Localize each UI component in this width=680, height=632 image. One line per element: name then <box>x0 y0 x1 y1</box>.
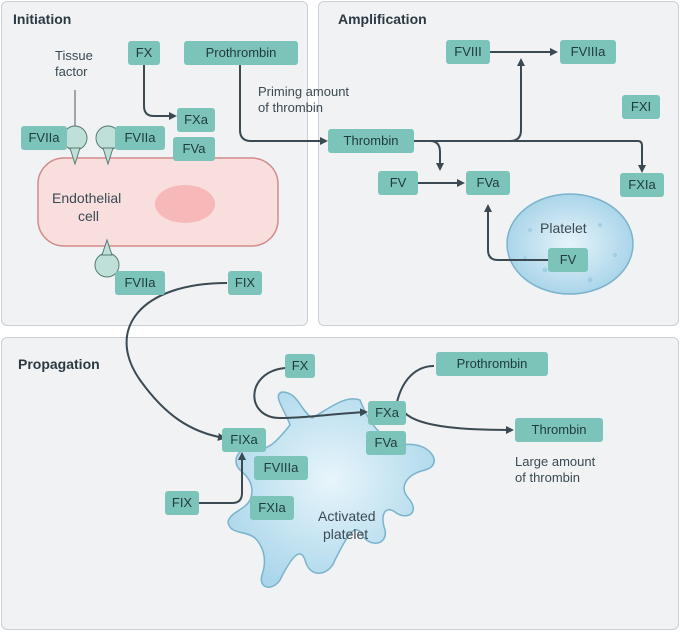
platelet-label: Platelet <box>540 220 587 236</box>
amplification-fxi: FXI <box>622 95 660 119</box>
initiation-fx: FX <box>128 41 160 65</box>
propagation-fviiia: FVIIIa <box>254 456 308 480</box>
cell-nucleus <box>155 185 215 223</box>
propagation-fixa: FIXa <box>222 428 266 452</box>
tissue-factor-receptors <box>62 125 121 278</box>
amplification-thrombin: Thrombin <box>328 129 414 153</box>
propagation-fix: FIX <box>165 491 199 515</box>
initiation-fva: FVa <box>173 137 215 161</box>
platelet-fv: FV <box>548 248 588 272</box>
initiation-fix: FIX <box>228 271 262 295</box>
propagation-fx: FX <box>285 354 315 378</box>
propagation-prothrombin: Prothrombin <box>436 352 548 376</box>
initiation-title: Initiation <box>13 11 72 27</box>
large-amount-label-line2: of thrombin <box>515 470 581 485</box>
tissue-factor-label-line1: Tissue <box>55 48 93 63</box>
large-amount-label-line1: Large amount <box>515 454 596 469</box>
propagation-fva: FVa <box>366 431 406 455</box>
initiation-fviia-right: FVIIa <box>115 126 165 150</box>
amplification-title: Amplification <box>338 11 427 27</box>
propagation-fxia: FXIa <box>250 496 294 520</box>
initiation-fviia-left: FVIIa <box>21 126 67 150</box>
propagation-fxa: FXa <box>368 401 406 425</box>
amplification-fviii: FVIII <box>446 40 490 64</box>
propagation-title: Propagation <box>18 356 100 372</box>
priming-label-line1: Priming amount <box>258 84 350 99</box>
platelet-shape <box>506 193 634 295</box>
amplification-fxia: FXIa <box>620 173 664 197</box>
endothelial-cell-label-line2: cell <box>78 208 100 224</box>
activated-platelet-label-line2: platelet <box>323 526 369 542</box>
amplification-fv: FV <box>378 171 418 195</box>
initiation-fxa: FXa <box>177 108 215 132</box>
propagation-thrombin: Thrombin <box>515 418 603 442</box>
tissue-factor-label-line2: factor <box>55 64 88 79</box>
amplification-fviiia: FVIIIa <box>560 40 616 64</box>
amplification-fva: FVa <box>466 171 510 195</box>
activated-platelet-label-line1: Activated <box>318 508 376 524</box>
initiation-fviia-bottom: FVIIa <box>115 271 165 295</box>
endothelial-cell-label-line1: Endothelial <box>52 190 122 206</box>
priming-label-line2: of thrombin <box>258 100 324 115</box>
initiation-prothrombin: Prothrombin <box>184 41 298 65</box>
